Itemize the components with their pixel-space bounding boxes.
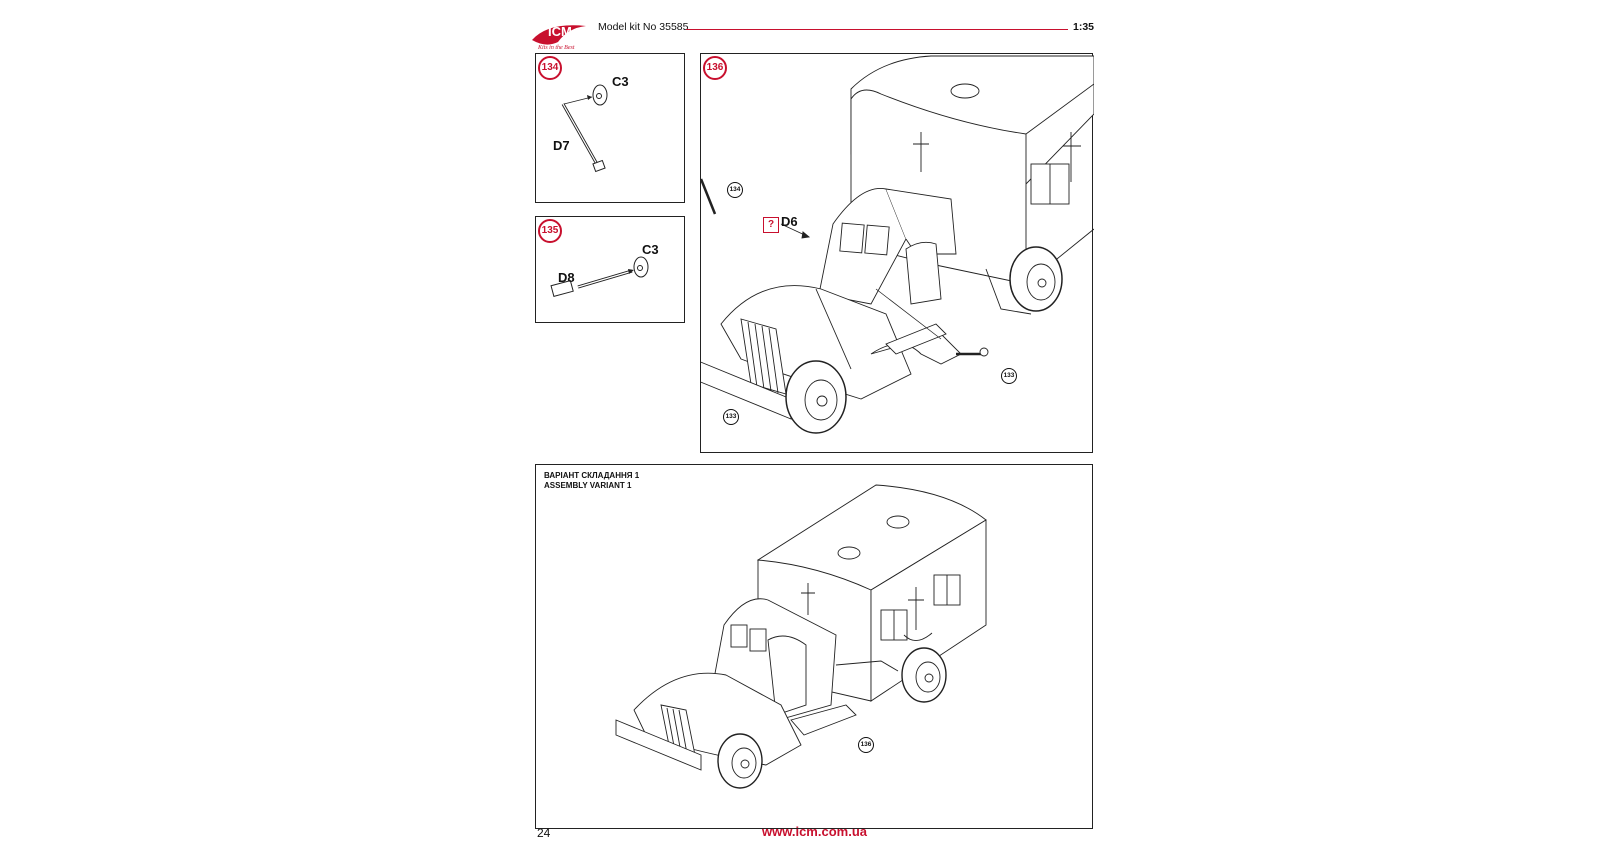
ref-step-136-badge: 136 bbox=[858, 737, 874, 753]
assembly-variant-panel: ВАРІАНТ СКЛАДАННЯ 1 ASSEMBLY VARIANT 1 1… bbox=[535, 464, 1093, 829]
assembly-variant-drawing bbox=[615, 484, 987, 789]
variant-heading-english: ASSEMBLY VARIANT 1 bbox=[544, 481, 632, 490]
logo-brand: ICM bbox=[548, 24, 572, 39]
note-symbol: ? bbox=[763, 217, 779, 233]
variant-heading: ВАРІАНТ СКЛАДАННЯ 1 ASSEMBLY VARIANT 1 bbox=[544, 471, 639, 491]
website-link[interactable]: www.icm.com.ua bbox=[762, 824, 867, 839]
model-kit-number: Model kit No 35585 bbox=[598, 21, 689, 33]
step-134-badge: 134 bbox=[538, 56, 562, 80]
scale-label: 1:35 bbox=[1073, 21, 1095, 33]
step-135-badge: 135 bbox=[538, 219, 562, 243]
step-135-drawing bbox=[550, 256, 649, 297]
part-label-d6: D6 bbox=[781, 214, 798, 229]
ref-step-133-badge: 133 bbox=[723, 409, 739, 425]
part-label-c3: C3 bbox=[612, 74, 629, 89]
step-135-panel: 135 C3 D8 bbox=[535, 216, 685, 323]
part-label-d7: D7 bbox=[553, 138, 570, 153]
variant-heading-ukrainian: ВАРІАНТ СКЛАДАННЯ 1 bbox=[544, 471, 640, 480]
part-label-d8: D8 bbox=[558, 270, 575, 285]
step-134-drawing bbox=[561, 84, 608, 173]
header-rule bbox=[686, 29, 1068, 30]
ref-step-133-badge: 133 bbox=[1001, 368, 1017, 384]
icm-logo: ICM Kits in the Best bbox=[532, 24, 586, 51]
ref-step-134-badge: 134 bbox=[727, 182, 743, 198]
step-136-drawing bbox=[701, 55, 1094, 434]
step-134-panel: 134 C3 D7 bbox=[535, 53, 685, 203]
logo-tagline: Kits in the Best bbox=[537, 45, 575, 51]
step-136-badge: 136 bbox=[703, 56, 727, 80]
step-136-panel: 136 D6 134 133 133 ? bbox=[700, 53, 1094, 453]
part-label-c3: C3 bbox=[642, 242, 659, 257]
page-number: 24 bbox=[537, 826, 551, 840]
